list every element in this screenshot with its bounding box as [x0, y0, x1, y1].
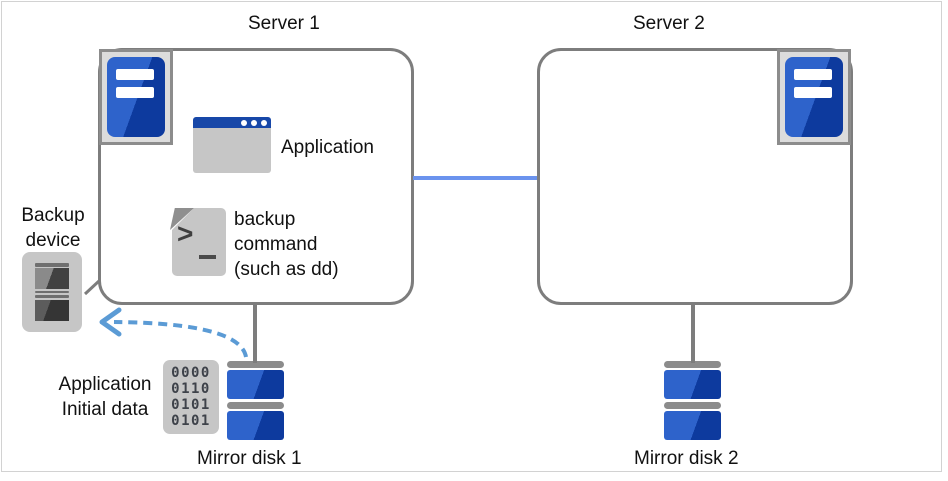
- initial-data-label: Application Initial data: [58, 374, 152, 420]
- server1-tower-icon: [99, 49, 173, 145]
- server2-tower-icon: [777, 49, 851, 145]
- server-tower-body: [107, 57, 165, 137]
- backup-device-label: Backup device: [21, 205, 85, 251]
- prompt-glyph: >: [177, 218, 194, 249]
- disk2-link-line: [691, 303, 695, 363]
- application-window-icon: [193, 117, 271, 173]
- server-tower-body: [785, 57, 843, 137]
- backup-device-icon: [22, 252, 82, 332]
- mirror-disk2-icon: [664, 361, 721, 440]
- binary-data-icon: 0000 0110 0101 0101: [163, 360, 219, 434]
- terminal-script-icon: >: [170, 208, 226, 276]
- server1-title: Server 1: [248, 13, 320, 34]
- mirror-disk1-label: Mirror disk 1: [197, 448, 302, 469]
- mirror-disk1-icon: [227, 361, 284, 440]
- mirror-disk2-label: Mirror disk 2: [634, 448, 739, 469]
- application-label: Application: [281, 137, 374, 158]
- backup-command-label: backup command (such as dd): [234, 209, 339, 280]
- network-link-line: [413, 176, 537, 180]
- server2-title: Server 2: [633, 13, 705, 34]
- cursor-glyph: [199, 255, 216, 259]
- outer-frame: [1, 1, 942, 472]
- disk1-link-line: [253, 303, 257, 363]
